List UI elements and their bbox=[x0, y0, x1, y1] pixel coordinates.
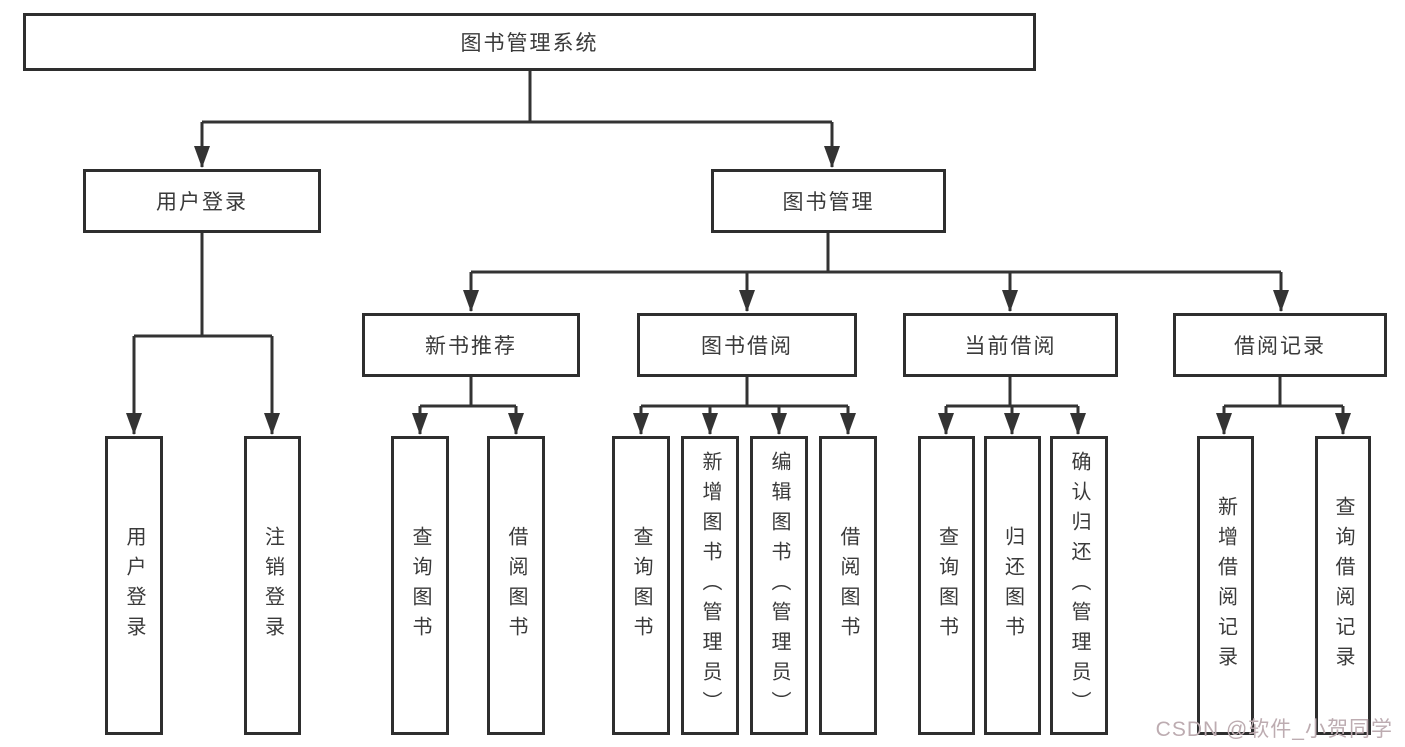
leaf-add-book-admin: 新增图书（管理员） bbox=[681, 436, 739, 735]
node-borrow-records: 借阅记录 bbox=[1173, 313, 1387, 377]
leaf-logout: 注销登录 bbox=[244, 436, 301, 735]
node-new-book-recommend-label: 新书推荐 bbox=[425, 335, 517, 358]
leaf-add-book-admin-label: 新增图书（管理员） bbox=[699, 450, 721, 721]
node-borrow-records-label: 借阅记录 bbox=[1234, 335, 1326, 358]
node-library-system: 图书管理系统 bbox=[23, 13, 1036, 71]
leaf-user-login-label: 用户登录 bbox=[123, 525, 145, 646]
connector-arrows bbox=[126, 122, 1351, 435]
leaf-query-books-current: 查询图书 bbox=[918, 436, 975, 735]
leaf-logout-label: 注销登录 bbox=[261, 525, 284, 646]
leaf-user-login: 用户登录 bbox=[105, 436, 163, 735]
leaf-add-borrow-record-label: 新增借阅记录 bbox=[1214, 495, 1237, 676]
leaf-query-borrow-record: 查询借阅记录 bbox=[1315, 436, 1371, 735]
connector-trunks bbox=[134, 71, 1343, 408]
leaf-edit-book-admin-label: 编辑图书（管理员） bbox=[768, 450, 790, 721]
node-book-borrowing-label: 图书借阅 bbox=[701, 335, 793, 358]
leaf-return-books: 归还图书 bbox=[984, 436, 1041, 735]
leaf-query-books-borrowing: 查询图书 bbox=[612, 436, 670, 735]
leaf-borrow-books-recommend: 借阅图书 bbox=[487, 436, 545, 735]
csdn-watermark: CSDN @软件_小贺同学 bbox=[1155, 718, 1393, 741]
leaf-query-borrow-record-label: 查询借阅记录 bbox=[1332, 495, 1354, 676]
leaf-confirm-return-admin-label: 确认归还（管理员） bbox=[1068, 450, 1090, 721]
leaf-query-books-current-label: 查询图书 bbox=[935, 525, 958, 646]
leaf-add-borrow-record: 新增借阅记录 bbox=[1197, 436, 1254, 735]
leaf-return-books-label: 归还图书 bbox=[1001, 525, 1024, 646]
node-book-borrowing: 图书借阅 bbox=[637, 313, 857, 377]
leaf-borrow-books-label: 借阅图书 bbox=[837, 525, 859, 646]
leaf-query-books-borrowing-label: 查询图书 bbox=[630, 525, 652, 646]
leaf-query-books-recommend: 查询图书 bbox=[391, 436, 449, 735]
leaf-borrow-books-recommend-label: 借阅图书 bbox=[505, 525, 527, 646]
leaf-query-books-recommend-label: 查询图书 bbox=[409, 525, 431, 646]
leaf-borrow-books: 借阅图书 bbox=[819, 436, 877, 735]
node-user-login-label: 用户登录 bbox=[156, 191, 248, 214]
node-book-management-label: 图书管理 bbox=[782, 191, 875, 214]
node-library-system-label: 图书管理系统 bbox=[460, 32, 599, 55]
node-new-book-recommend: 新书推荐 bbox=[362, 313, 580, 377]
node-current-borrowing-label: 当前借阅 bbox=[964, 335, 1057, 358]
leaf-edit-book-admin: 编辑图书（管理员） bbox=[750, 436, 808, 735]
node-book-management: 图书管理 bbox=[711, 169, 946, 233]
leaf-confirm-return-admin: 确认归还（管理员） bbox=[1050, 436, 1108, 735]
node-current-borrowing: 当前借阅 bbox=[903, 313, 1118, 377]
node-user-login: 用户登录 bbox=[83, 169, 321, 233]
